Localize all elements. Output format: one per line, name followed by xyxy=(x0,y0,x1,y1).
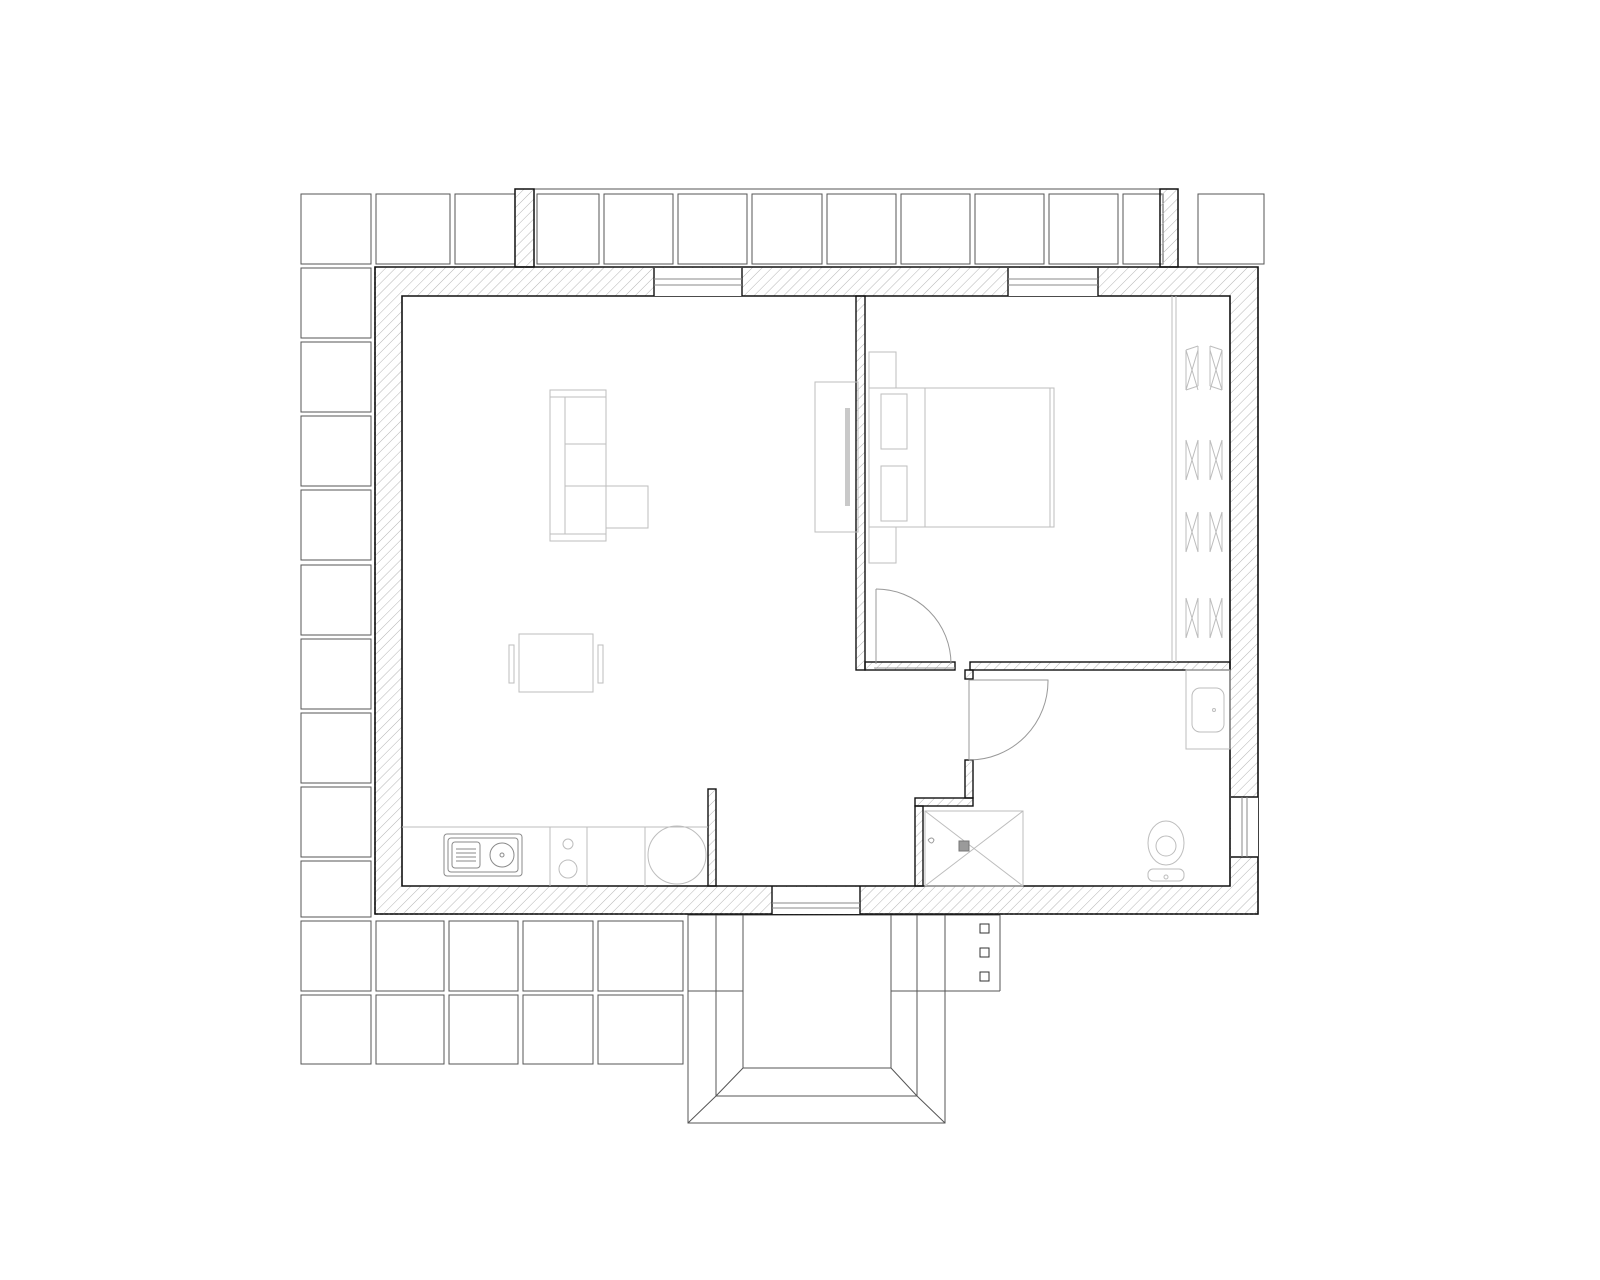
sofa-icon xyxy=(549,389,649,542)
cooktop-icon xyxy=(558,838,578,879)
window-right-bathroom xyxy=(1231,796,1258,858)
round-table-icon xyxy=(647,825,707,885)
tv-unit-icon xyxy=(814,381,859,533)
paving-tiles xyxy=(300,193,1265,1065)
door-swing-icon xyxy=(875,588,952,665)
fence-post-left xyxy=(514,188,535,268)
interior-partitions xyxy=(707,295,1231,887)
window-top-bedroom xyxy=(1007,268,1099,296)
bathroom-door-swing-icon xyxy=(968,679,1049,761)
outer-edge-dashed xyxy=(374,267,1258,915)
exterior-walls xyxy=(374,266,1259,915)
shower-tray-icon xyxy=(924,810,1024,887)
fence-post-right xyxy=(1159,188,1179,268)
toilet-icon xyxy=(1147,820,1185,882)
wardrobe-icon xyxy=(1171,296,1223,662)
window-top-living xyxy=(653,268,743,296)
kitchen-counter xyxy=(402,826,708,886)
sink-icon xyxy=(443,833,523,877)
dining-table-icon xyxy=(508,633,604,693)
washbasin-icon xyxy=(1185,669,1231,750)
exterior-light-icons xyxy=(979,923,990,982)
bed-icon xyxy=(868,351,1055,564)
entrance-door-opening xyxy=(771,886,861,914)
entrance-steps xyxy=(687,914,1001,1124)
